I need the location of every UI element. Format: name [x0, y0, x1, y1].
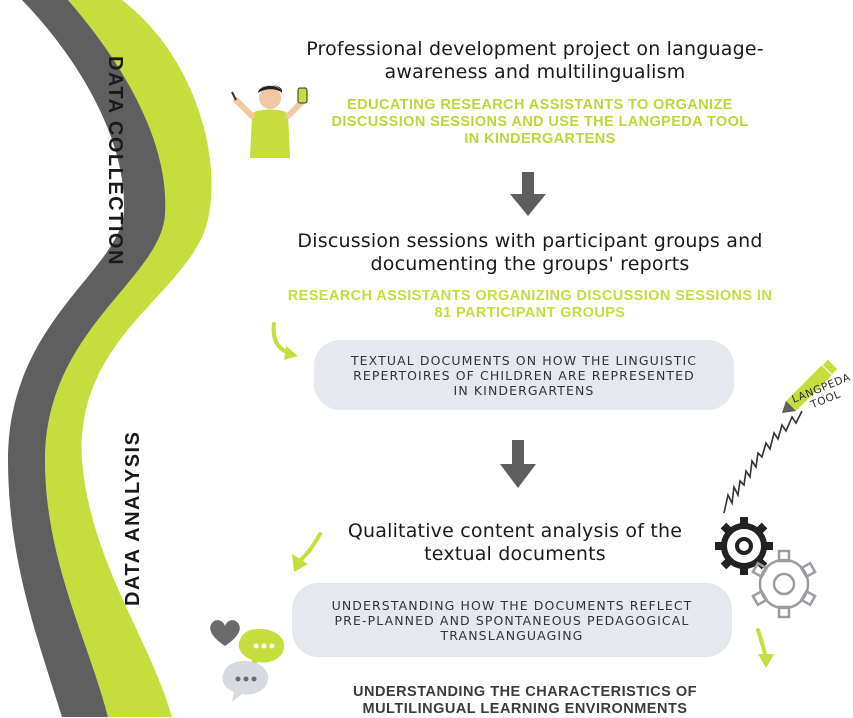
professional-development-subtext: EDUCATING RESEARCH ASSISTANTS TO ORGANIZ…	[331, 97, 749, 147]
textual-documents-text: TEXTUAL DOCUMENTS ON HOW THE LINGUISTIC …	[350, 352, 698, 398]
handwriting-scribble	[723, 410, 803, 514]
conclusion-text: UNDERSTANDING THE CHARACTERISTICS OF MUL…	[353, 684, 697, 717]
curved-arrow-icon	[292, 532, 322, 572]
gears-icon	[715, 517, 817, 619]
textual-documents-pill: TEXTUAL DOCUMENTS ON HOW THE LINGUISTIC …	[314, 340, 734, 410]
curved-arrow-icon	[756, 628, 774, 668]
chat-bubbles-icon	[222, 628, 285, 702]
curved-arrow-icon	[271, 322, 298, 360]
discussion-sessions-subtext: RESEARCH ASSISTANTS ORGANIZING DISCUSSIO…	[287, 288, 773, 321]
arrow-down-icon	[500, 440, 536, 488]
heart-icon	[210, 620, 240, 646]
person-with-phone-icon	[231, 85, 308, 158]
discussion-sessions-heading: Discussion sessions with participant gro…	[297, 230, 763, 275]
translanguaging-text: UNDERSTANDING HOW THE DOCUMENTS REFLECT …	[331, 597, 693, 643]
professional-development-heading: Professional development project on lang…	[306, 38, 764, 83]
data-collection-label: DATA COLLECTION	[104, 56, 126, 266]
gray-wave-band	[8, 0, 166, 717]
lime-wave-band	[45, 0, 212, 717]
pen-icon	[782, 358, 839, 413]
content-analysis-heading: Qualitative content analysis of the text…	[347, 520, 683, 565]
data-analysis-label: DATA ANALYSIS	[122, 430, 144, 606]
translanguaging-pill: UNDERSTANDING HOW THE DOCUMENTS REFLECT …	[292, 583, 732, 657]
arrow-down-icon	[510, 172, 546, 216]
